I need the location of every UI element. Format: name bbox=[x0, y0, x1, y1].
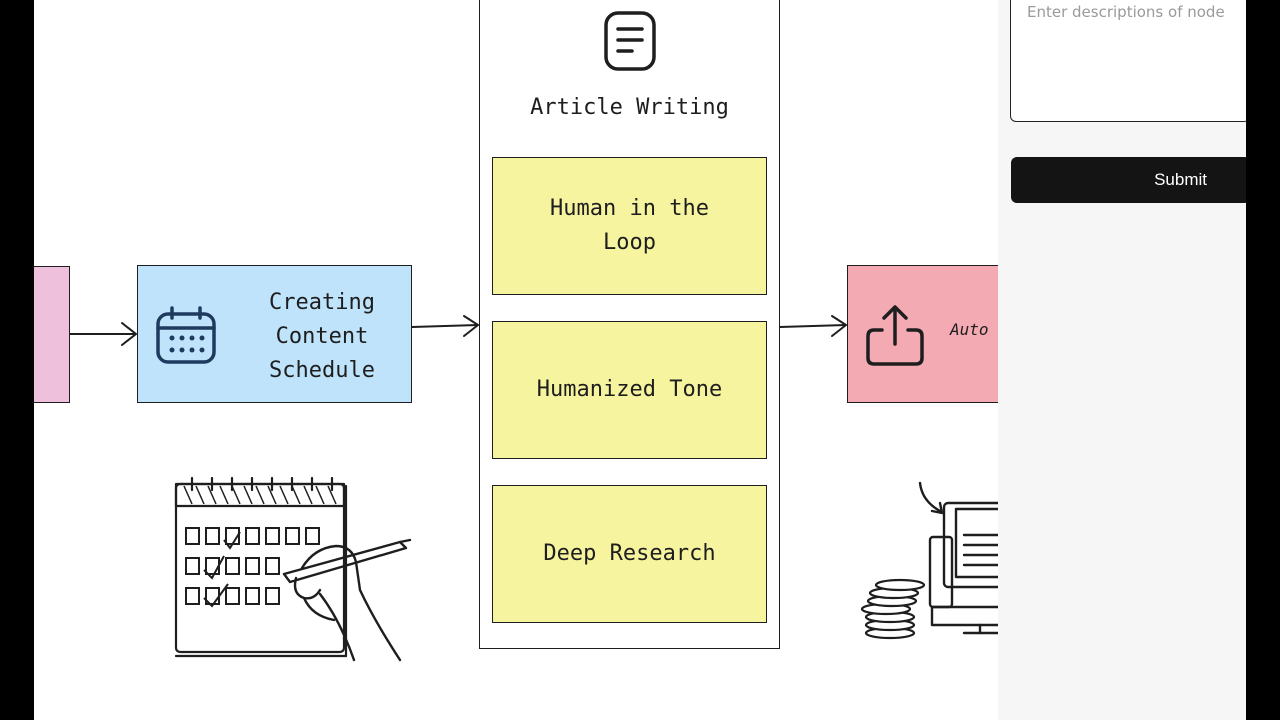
node-creating-content-schedule[interactable]: Creating Content Schedule bbox=[137, 265, 412, 403]
calendar-icon bbox=[156, 306, 216, 364]
computer-coins-sketch bbox=[860, 481, 998, 640]
node-pink-stub[interactable] bbox=[34, 266, 70, 403]
group-article-writing[interactable]: Article Writing Human in the Loop Humani… bbox=[479, 0, 780, 649]
node-auto-publish[interactable]: Auto bbox=[847, 265, 998, 403]
arrow-article-to-publish bbox=[779, 315, 848, 337]
node-label: Auto bbox=[950, 320, 989, 339]
node-description-input[interactable] bbox=[1010, 0, 1246, 122]
node-label: Creating Content Schedule bbox=[269, 290, 375, 383]
arrow-pink-to-schedule bbox=[69, 322, 138, 346]
calendar-hand-sketch bbox=[174, 476, 412, 662]
card-human-in-the-loop[interactable]: Human in the Loop bbox=[492, 157, 767, 295]
submit-button[interactable]: Submit bbox=[1011, 157, 1246, 203]
upload-icon bbox=[866, 305, 924, 366]
document-icon bbox=[604, 11, 656, 71]
app-frame: Creating Content Schedule Article Writin… bbox=[34, 0, 1246, 720]
node-properties-panel: Submit bbox=[998, 0, 1246, 720]
card-humanized-tone[interactable]: Humanized Tone bbox=[492, 321, 767, 459]
arrow-schedule-to-article bbox=[411, 315, 480, 337]
diagram-canvas[interactable]: Creating Content Schedule Article Writin… bbox=[34, 0, 998, 720]
card-deep-research[interactable]: Deep Research bbox=[492, 485, 767, 623]
group-title: Article Writing bbox=[530, 95, 729, 120]
